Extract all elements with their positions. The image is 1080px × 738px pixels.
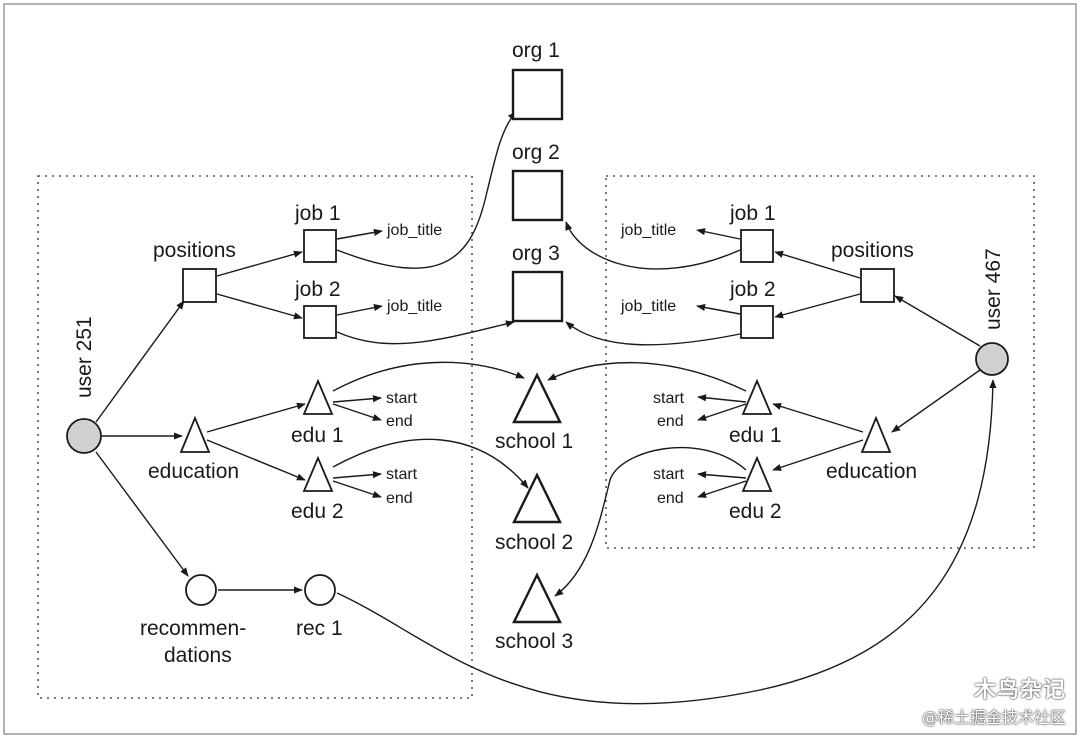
edu2-right-label: edu 2 [729,500,782,523]
end-label: end [386,413,413,430]
edu2-left-node[interactable] [302,455,334,492]
job2-left-label: job 2 [294,278,341,301]
diagram-frame [3,3,1077,735]
edu2-right-node[interactable] [741,455,773,492]
school1-node[interactable] [512,372,562,424]
org1-label: org 1 [512,39,560,62]
job-title-label: job_title [620,222,676,239]
end-label: end [657,413,684,430]
positions-right-label: positions [831,239,914,262]
recommendations-node[interactable] [185,574,217,606]
edu2-left-label: edu 2 [291,500,344,523]
user251-group [37,175,473,699]
end-label: end [386,490,413,507]
job2-right-label: job 2 [729,278,776,301]
school3-node[interactable] [512,572,562,624]
org3-node[interactable] [511,270,564,323]
education-left-label: education [148,460,239,483]
org3-label: org 3 [512,242,560,265]
watermark-title: 木鸟杂记 [973,678,1066,703]
edu1-right-node[interactable] [741,378,773,415]
job2-left-node[interactable] [303,305,337,339]
edu1-right-label: edu 1 [729,424,782,447]
recommendations-label-line1: recommen- [140,617,246,640]
job1-left-node[interactable] [303,229,337,263]
positions-left-label: positions [153,239,236,262]
job2-right-node[interactable] [740,305,774,339]
rec1-label: rec 1 [296,617,343,640]
education-left-node[interactable] [179,415,211,453]
watermark: 木鸟杂记 @稀土掘金技术社区 [922,672,1066,728]
edu1-left-node[interactable] [302,378,334,415]
user251-label: user 251 [73,316,96,398]
start-label: start [386,466,418,483]
job-title-label: job_title [386,298,442,315]
start-label: start [653,466,685,483]
end-label: end [657,490,684,507]
org2-node[interactable] [511,169,564,222]
job1-left-label: job 1 [294,202,341,225]
start-label: start [386,390,418,407]
job1-right-node[interactable] [740,229,774,263]
job-title-label: job_title [620,298,676,315]
org1-node[interactable] [511,68,564,121]
edu1-left-label: edu 1 [291,424,344,447]
rec1-node[interactable] [304,574,336,606]
school1-label: school 1 [495,430,573,453]
positions-right-node[interactable] [860,268,895,303]
user467-node[interactable] [975,342,1009,376]
user467-group [605,175,1035,549]
job1-right-label: job 1 [729,202,776,225]
edges [95,111,997,705]
start-label: start [653,390,685,407]
recommendations-label-line2: dations [164,644,232,667]
education-right-node[interactable] [860,415,892,453]
user467-label: user 467 [982,248,1005,330]
school2-node[interactable] [512,472,562,524]
job-title-label: job_title [386,222,442,239]
positions-left-node[interactable] [182,268,217,303]
school2-label: school 2 [495,531,573,554]
school3-label: school 3 [495,630,573,653]
education-right-label: education [826,460,917,483]
user251-node[interactable] [66,418,102,454]
org2-label: org 2 [512,141,560,164]
watermark-subtitle: @稀土掘金技术社区 [921,708,1066,727]
